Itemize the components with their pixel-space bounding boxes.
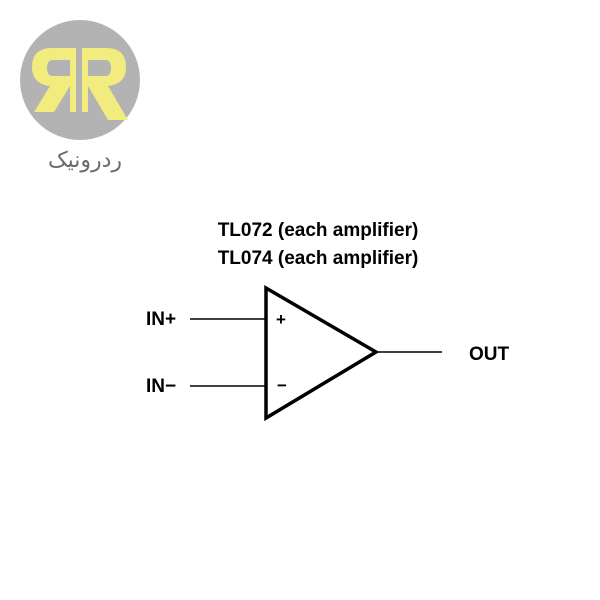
logo-letter-right [82, 48, 128, 120]
minus-sign: − [277, 376, 287, 395]
plus-sign: + [276, 310, 286, 329]
inverting-input-label: IN− [146, 376, 176, 397]
diagram-title-line-2: TL074 (each amplifier) [218, 248, 419, 269]
output-label: OUT [469, 344, 510, 365]
rr-monogram-logo-icon [20, 20, 140, 140]
logo-letter-left [32, 48, 76, 112]
non-inverting-input-label: IN+ [146, 309, 176, 330]
brand-text: ردرونیک [47, 148, 123, 173]
diagram-title-line-1: TL072 (each amplifier) [218, 220, 419, 241]
amplifier-triangle [264, 284, 380, 422]
